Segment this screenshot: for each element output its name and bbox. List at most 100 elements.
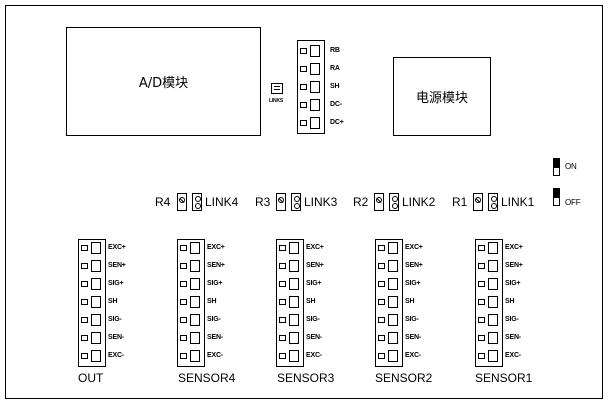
sensor-connector-pin-small: [279, 317, 286, 323]
sensor-connector-pin-large: [91, 332, 101, 344]
sensor-connector-pin-large: [488, 314, 498, 326]
sensor-connector-pin-small: [180, 353, 187, 359]
sensor-pin-label: SIG-: [505, 316, 519, 323]
sensor-connector-pin-small: [378, 281, 385, 287]
sensor-connector-pin-small: [378, 245, 385, 251]
sensor-connector-pin-small: [279, 281, 286, 287]
sensor-connector-pin-small: [279, 263, 286, 269]
sensor-connector-pin-small: [81, 263, 88, 269]
sensor-pin-label: SEN+: [306, 262, 324, 269]
sensor-connector-pin-small: [180, 335, 187, 341]
sensor-connector-pin-large: [190, 350, 200, 362]
sensor-pin-label: SEN-: [306, 334, 322, 341]
sensor-pin-label: SH: [405, 298, 415, 305]
sensor-pin-label: SIG-: [108, 316, 122, 323]
sensor-pin-label: EXC-: [108, 352, 124, 359]
sensor-pin-label: SEN-: [108, 334, 124, 341]
sensor-connector-name: SENSOR1: [475, 371, 533, 385]
sensor-connector-pin-large: [388, 242, 398, 254]
sensor-pin-label: EXC+: [505, 244, 523, 251]
ad-module: A/D模块: [66, 27, 261, 136]
switch-on-label: ON: [565, 162, 577, 171]
sensor-connector-pin-small: [180, 263, 187, 269]
sensor-connector-pin-large: [289, 350, 299, 362]
sensor-connector-pin-small: [279, 335, 286, 341]
sensor-connector-pin-large: [488, 242, 498, 254]
sensor-pin-label: SIG-: [207, 316, 221, 323]
sensor-pin-label: SIG+: [405, 280, 421, 287]
top-connector-pin-label: DC+: [330, 119, 344, 126]
sensor-connector-pin-large: [388, 296, 398, 308]
sensor-pin-label: SIG+: [505, 280, 521, 287]
sensor-connector-pin-large: [91, 350, 101, 362]
sensor-connector-pin-small: [279, 299, 286, 305]
sensor-connector-pin-large: [91, 314, 101, 326]
sensor-pin-label: SEN-: [405, 334, 421, 341]
link-label: LINK3: [304, 195, 338, 209]
sensor-pin-label: SIG-: [405, 316, 419, 323]
link-jumper-icon: [192, 193, 202, 211]
sensor-connector-pin-small: [478, 299, 485, 305]
sensor-pin-label: SH: [108, 298, 118, 305]
sensor-connector-pin-small: [81, 353, 88, 359]
top-connector-pin-small: [300, 48, 307, 54]
resistor-label: R2: [353, 195, 369, 209]
sensor-pin-label: EXC+: [207, 244, 225, 251]
links-jumper: [271, 83, 283, 94]
sensor-connector-pin-small: [478, 335, 485, 341]
sensor-connector-pin-large: [289, 296, 299, 308]
switch-off-label: OFF: [565, 198, 581, 207]
links-label: LINKS: [269, 98, 284, 104]
sensor-connector-pin-large: [289, 260, 299, 272]
sensor-connector-pin-small: [81, 317, 88, 323]
switch-on-position: [553, 158, 560, 176]
top-connector-pin-label: DC-: [330, 101, 342, 108]
top-connector-pin-label: SH: [330, 83, 340, 90]
link-label: LINK2: [402, 195, 436, 209]
top-connector-pin-label: RB: [330, 47, 340, 54]
sensor-connector-pin-small: [478, 353, 485, 359]
sensor-connector-pin-small: [81, 245, 88, 251]
sensor-connector-pin-small: [180, 245, 187, 251]
sensor-connector-name: SENSOR4: [178, 371, 236, 385]
top-connector-pin-large: [310, 63, 320, 75]
sensor-connector-pin-large: [91, 242, 101, 254]
sensor-pin-label: EXC+: [405, 244, 423, 251]
sensor-pin-label: SEN+: [207, 262, 225, 269]
sensor-connector-pin-large: [388, 350, 398, 362]
sensor-pin-label: EXC+: [306, 244, 324, 251]
resistor-label: R1: [452, 195, 468, 209]
sensor-connector-pin-small: [378, 335, 385, 341]
sensor-connector-pin-large: [91, 278, 101, 290]
sensor-connector-name: SENSOR2: [375, 371, 433, 385]
sensor-connector-pin-small: [180, 317, 187, 323]
sensor-connector-pin-small: [279, 245, 286, 251]
sensor-connector-pin-large: [289, 314, 299, 326]
switch-off-position: [553, 188, 560, 206]
sensor-connector-pin-small: [180, 281, 187, 287]
sensor-connector-pin-small: [478, 245, 485, 251]
sensor-connector-pin-large: [91, 260, 101, 272]
ad-module-label: A/D模块: [138, 76, 189, 91]
top-connector-pin-large: [310, 117, 320, 129]
sensor-connector-pin-large: [190, 242, 200, 254]
link-label: LINK1: [501, 195, 535, 209]
top-connector-pin-small: [300, 84, 307, 90]
resistor-label: R4: [155, 195, 171, 209]
top-connector-pin-small: [300, 66, 307, 72]
top-connector-pin-small: [300, 120, 307, 126]
sensor-connector-pin-large: [388, 260, 398, 272]
top-connector-pin-large: [310, 99, 320, 111]
link-jumper-icon: [488, 193, 498, 211]
circuit-board-outline: [5, 5, 603, 399]
resistor-label: R3: [255, 195, 271, 209]
sensor-connector-pin-large: [91, 296, 101, 308]
sensor-pin-label: SIG+: [306, 280, 322, 287]
sensor-pin-label: SEN-: [505, 334, 521, 341]
sensor-connector-pin-small: [378, 353, 385, 359]
sensor-connector-pin-large: [488, 296, 498, 308]
resistor-trimmer-icon: [374, 193, 384, 211]
sensor-connector-pin-small: [81, 335, 88, 341]
power-module: 电源模块: [393, 57, 491, 136]
sensor-pin-label: SH: [306, 298, 316, 305]
